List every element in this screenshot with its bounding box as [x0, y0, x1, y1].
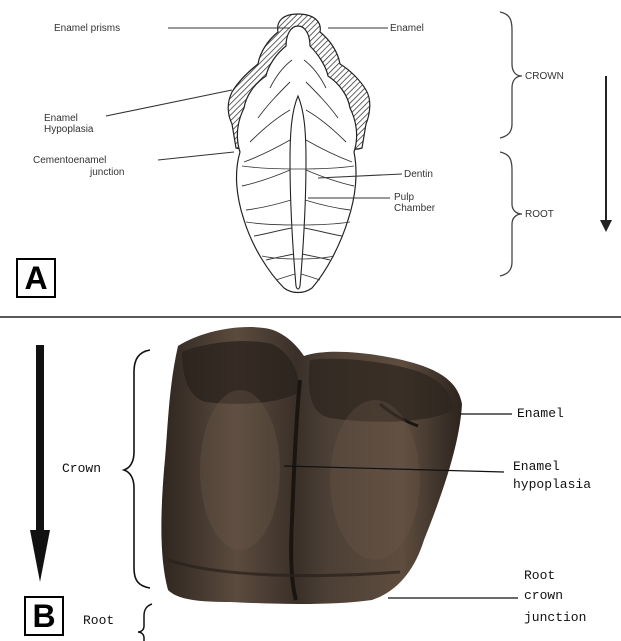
- label-cej-line2: junction: [90, 167, 124, 178]
- label-crown-a: CROWN: [525, 71, 564, 82]
- label-root-b: Root: [83, 612, 114, 629]
- panel-label-b: B: [24, 596, 64, 636]
- label-enamel-prisms: Enamel prisms: [54, 23, 120, 34]
- label-enamel-hypoplasia-line1: Enamel: [44, 113, 78, 124]
- label-junction-line1: Root: [524, 567, 555, 584]
- label-enamel-hypoplasia-line2: Hypoplasia: [44, 124, 93, 135]
- root-brace-a: [500, 152, 522, 276]
- label-dentin: Dentin: [404, 169, 433, 180]
- label-junction-line3: junction: [524, 609, 586, 626]
- label-crown-b: Crown: [62, 460, 101, 477]
- label-cej-line1: Cementoenamel: [33, 155, 106, 166]
- label-root-a: ROOT: [525, 209, 554, 220]
- label-enamel-b: Enamel: [517, 405, 564, 422]
- down-arrow-a: [600, 76, 612, 232]
- label-pulp-line2: Chamber: [394, 203, 435, 214]
- label-hypoplasia-line2: hypoplasia: [513, 476, 591, 493]
- panel-label-a: A: [16, 258, 56, 298]
- crown-brace-a: [500, 12, 522, 138]
- molar-photo: [161, 327, 462, 604]
- label-hypoplasia-line1: Enamel: [513, 458, 560, 475]
- label-enamel-a: Enamel: [390, 23, 424, 34]
- down-arrow-b: [30, 345, 50, 582]
- crown-brace-b: [124, 350, 150, 588]
- label-junction-line2: crown: [524, 587, 563, 604]
- tooth-schematic: [228, 14, 370, 293]
- root-brace-b: [138, 604, 152, 641]
- label-pulp-line1: Pulp: [394, 192, 414, 203]
